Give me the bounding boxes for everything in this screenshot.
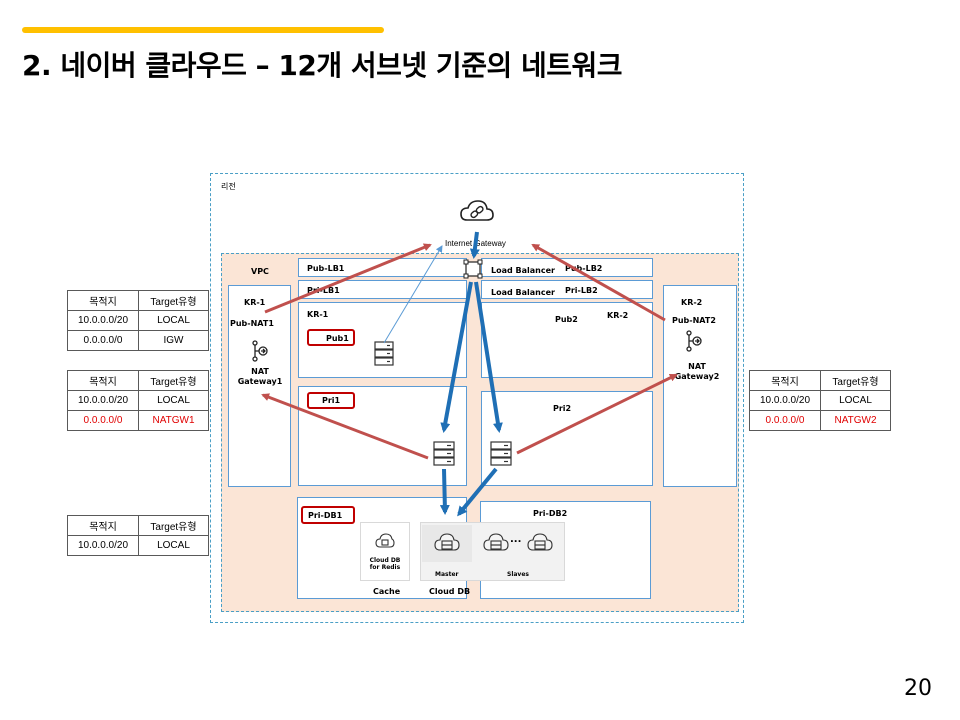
- route-table-pub: 목적지 Target유형 10.0.0.0/20 LOCAL 0.0.0.0/0…: [67, 290, 209, 351]
- table-cell: LOCAL: [138, 390, 209, 411]
- table-header-row: 목적지 Target유형: [67, 290, 209, 311]
- table-row: 10.0.0.0/20 LOCAL: [67, 390, 209, 411]
- master-label: Master: [435, 571, 459, 578]
- load-balancer-icon: [463, 259, 483, 279]
- pub-lb2-label: Pub-LB2: [565, 264, 603, 273]
- nat-gateway2-label-bg: [667, 358, 727, 386]
- pub-nat2-label: Pub-NAT2: [672, 316, 716, 325]
- table-header-cell: 목적지: [749, 370, 821, 391]
- pub2-zone-label: KR-2: [607, 311, 629, 320]
- title-accent-bar: [22, 27, 384, 33]
- clouddb-label: Cloud DB: [429, 587, 471, 596]
- table-cell: 0.0.0.0/0: [67, 330, 139, 351]
- route-table-pri2: 목적지 Target유형 10.0.0.0/20 LOCAL 0.0.0.0/0…: [749, 370, 891, 431]
- table-header-row: 목적지 Target유형: [67, 515, 209, 536]
- table-header-row: 목적지 Target유형: [749, 370, 891, 391]
- slave-db-icon: [527, 532, 553, 554]
- table-header-row: 목적지 Target유형: [67, 370, 209, 391]
- table-cell: LOCAL: [820, 390, 891, 411]
- route-table-db: 목적지 Target유형 10.0.0.0/20 LOCAL: [67, 515, 209, 556]
- redis-chip-icon: [375, 532, 395, 550]
- region-boundary: [210, 173, 744, 623]
- table-cell: IGW: [138, 330, 209, 351]
- table-cell: 0.0.0.0/0: [67, 410, 139, 431]
- slave-db-icon: [483, 532, 509, 554]
- cloud-icon: [459, 198, 495, 226]
- az-left-zone-label: KR-1: [244, 298, 266, 307]
- table-header-cell: Target유형: [138, 515, 209, 536]
- lb-private-label: Load Balancer: [491, 288, 555, 297]
- redis-panel: [360, 522, 410, 581]
- internet-gateway-label: Internet Gateway: [445, 239, 506, 248]
- route-table-pri1: 목적지 Target유형 10.0.0.0/20 LOCAL 0.0.0.0/0…: [67, 370, 209, 431]
- cache-label: Cache: [373, 587, 401, 596]
- az-right-zone-label: KR-2: [681, 298, 703, 307]
- table-cell: LOCAL: [138, 310, 209, 331]
- pri-lb1-label: Pri-LB1: [307, 286, 340, 295]
- table-header-cell: Target유형: [138, 370, 209, 391]
- table-cell: 10.0.0.0/20: [749, 390, 821, 411]
- table-cell: 0.0.0.0/0: [749, 410, 821, 431]
- slaves-label: Slaves: [507, 571, 529, 578]
- table-cell: 10.0.0.0/20: [67, 535, 139, 556]
- nat-gateway2-icon: [684, 330, 706, 352]
- table-row: 0.0.0.0/0 IGW: [67, 330, 209, 351]
- table-header-cell: 목적지: [67, 290, 139, 311]
- table-row: 10.0.0.0/20 LOCAL: [67, 310, 209, 331]
- server-icon: [374, 341, 394, 367]
- server-icon: [433, 441, 455, 467]
- pri-db1-badge: [301, 506, 355, 524]
- master-db-icon: [434, 532, 460, 554]
- slaves-ellipsis: ...: [510, 534, 522, 545]
- server-icon: [490, 441, 512, 467]
- pri1-label: Pri1: [322, 396, 341, 405]
- table-header-cell: Target유형: [138, 290, 209, 311]
- table-header-cell: 목적지: [67, 370, 139, 391]
- table-cell: NATGW2: [820, 410, 891, 431]
- slide-title: 2. 네이버 클라우드 – 12개 서브넷 기준의 네트워크: [22, 49, 623, 82]
- table-cell: LOCAL: [138, 535, 209, 556]
- pub1-zone-label: KR-1: [307, 310, 329, 319]
- pub-nat1-label: Pub-NAT1: [230, 319, 274, 328]
- table-row: 10.0.0.0/20 LOCAL: [749, 390, 891, 411]
- pri-db1-label: Pri-DB1: [308, 511, 343, 520]
- table-header-cell: Target유형: [820, 370, 891, 391]
- table-cell: 10.0.0.0/20: [67, 310, 139, 331]
- pri-lb2-label: Pri-LB2: [565, 286, 598, 295]
- pub2-label: Pub2: [555, 315, 578, 324]
- region-label: 리전: [221, 182, 236, 191]
- table-cell: 10.0.0.0/20: [67, 390, 139, 411]
- table-row: 0.0.0.0/0 NATGW1: [67, 410, 209, 431]
- table-cell: NATGW1: [138, 410, 209, 431]
- pub1-label: Pub1: [326, 334, 349, 343]
- lb-public-label: Load Balancer: [491, 266, 555, 275]
- pub-lb1-label: Pub-LB1: [307, 264, 345, 273]
- nat-gateway1-icon: [250, 340, 272, 362]
- table-row: 10.0.0.0/20 LOCAL: [67, 535, 209, 556]
- pub1-badge: [307, 329, 355, 346]
- table-row: 0.0.0.0/0 NATGW2: [749, 410, 891, 431]
- pri-db2-label: Pri-DB2: [533, 509, 568, 518]
- pri2-label: Pri2: [553, 404, 572, 413]
- table-header-cell: 목적지: [67, 515, 139, 536]
- vpc-label: VPC: [251, 267, 269, 276]
- page-number: 20: [904, 676, 932, 701]
